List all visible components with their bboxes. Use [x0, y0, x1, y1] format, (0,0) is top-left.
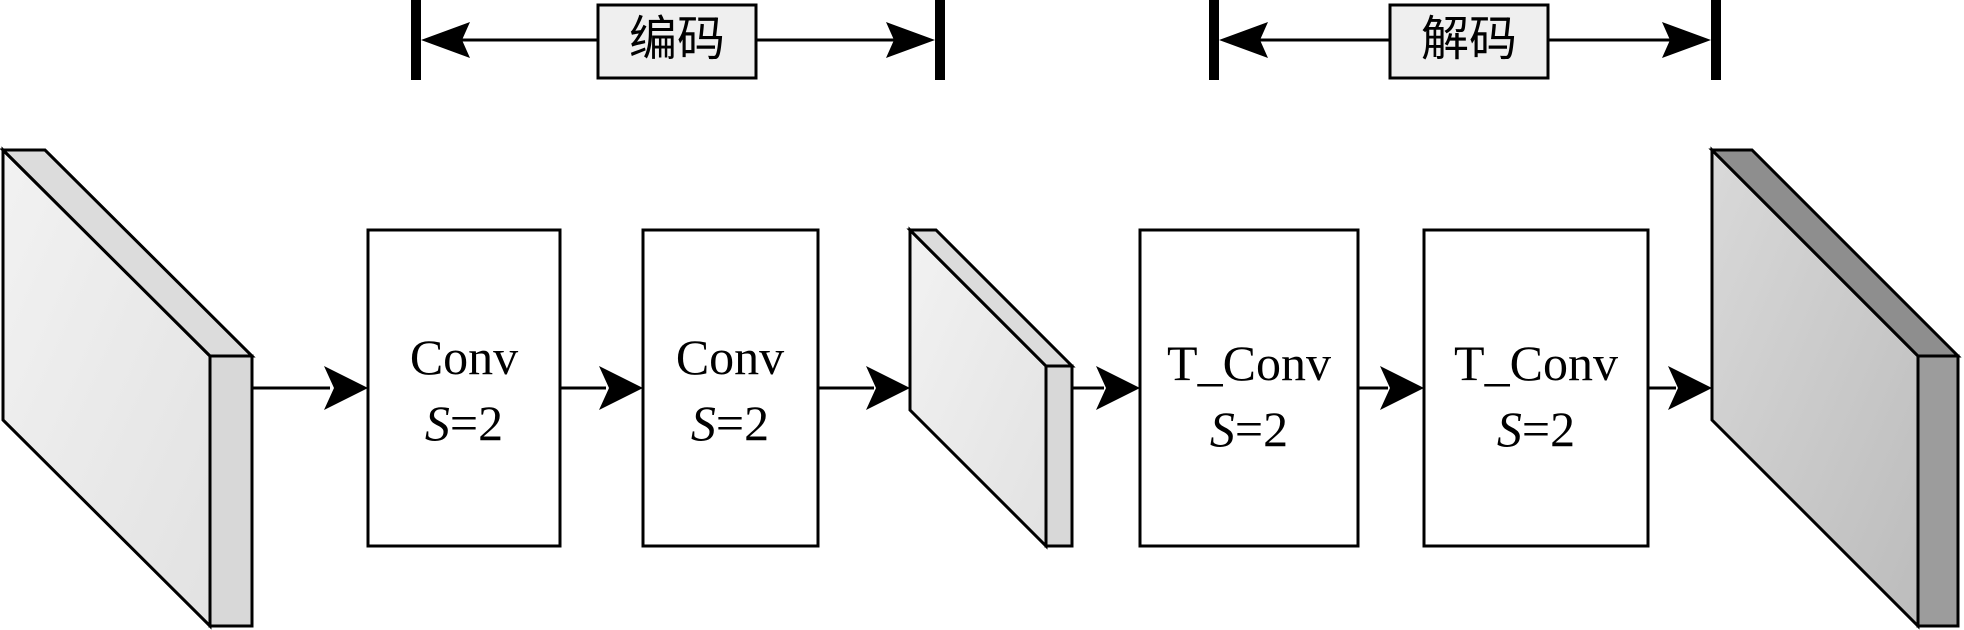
tconv-block-1-box — [1138, 228, 1360, 548]
arrow-bottleneck-to-tconv1-head — [1096, 366, 1140, 410]
conv-block-2: Conv S=2 — [641, 228, 820, 548]
encode-bracket-right-arrowhead — [886, 22, 935, 58]
tconv-block-2-label: T_Conv — [1454, 335, 1618, 391]
encode-bracket: 编码 — [411, 0, 945, 80]
tconv-block-1-stride: S=2 — [1210, 401, 1288, 457]
arrow-tconv1-to-tconv2-head — [1380, 366, 1424, 410]
encode-label: 编码 — [629, 11, 725, 67]
conv-block-1: Conv S=2 — [366, 228, 562, 548]
conv-block-2-box — [641, 228, 820, 548]
conv-block-1-stride: S=2 — [425, 395, 503, 451]
tconv-block-1-label: T_Conv — [1167, 335, 1331, 391]
conv-block-1-label: Conv — [410, 329, 518, 385]
bottleneck-feature-map — [906, 226, 1076, 550]
decode-label: 解码 — [1421, 11, 1517, 67]
input-panel-edge — [208, 354, 254, 628]
encode-bracket-left-arrowhead — [421, 22, 470, 58]
output-feature-map — [1708, 146, 1962, 630]
decode-bracket-right-arrowhead — [1662, 22, 1711, 58]
conv-block-1-box — [366, 228, 562, 548]
arrow-conv2-to-bottleneck-head — [866, 366, 910, 410]
arrow-tconv2-to-output-head — [1668, 366, 1712, 410]
arrow-conv1-to-conv2-head — [599, 366, 643, 410]
output-panel-edge — [1916, 354, 1960, 628]
tconv-block-2-box — [1422, 228, 1650, 548]
decode-label-box — [1388, 3, 1550, 80]
tconv-block-2: T_Conv S=2 — [1422, 228, 1650, 548]
input-feature-map — [0, 146, 256, 630]
tconv-block-1: T_Conv S=2 — [1138, 228, 1360, 548]
encode-label-box — [596, 3, 758, 80]
flow-arrows — [252, 366, 1712, 410]
decode-bracket: 解码 — [1209, 0, 1721, 80]
decode-bracket-left-arrowhead — [1219, 22, 1268, 58]
conv-block-2-stride: S=2 — [691, 395, 769, 451]
bottleneck-panel-edge — [1044, 364, 1074, 548]
conv-block-2-label: Conv — [676, 329, 784, 385]
arrow-input-to-conv1-head — [324, 366, 368, 410]
tconv-block-2-stride: S=2 — [1497, 401, 1575, 457]
